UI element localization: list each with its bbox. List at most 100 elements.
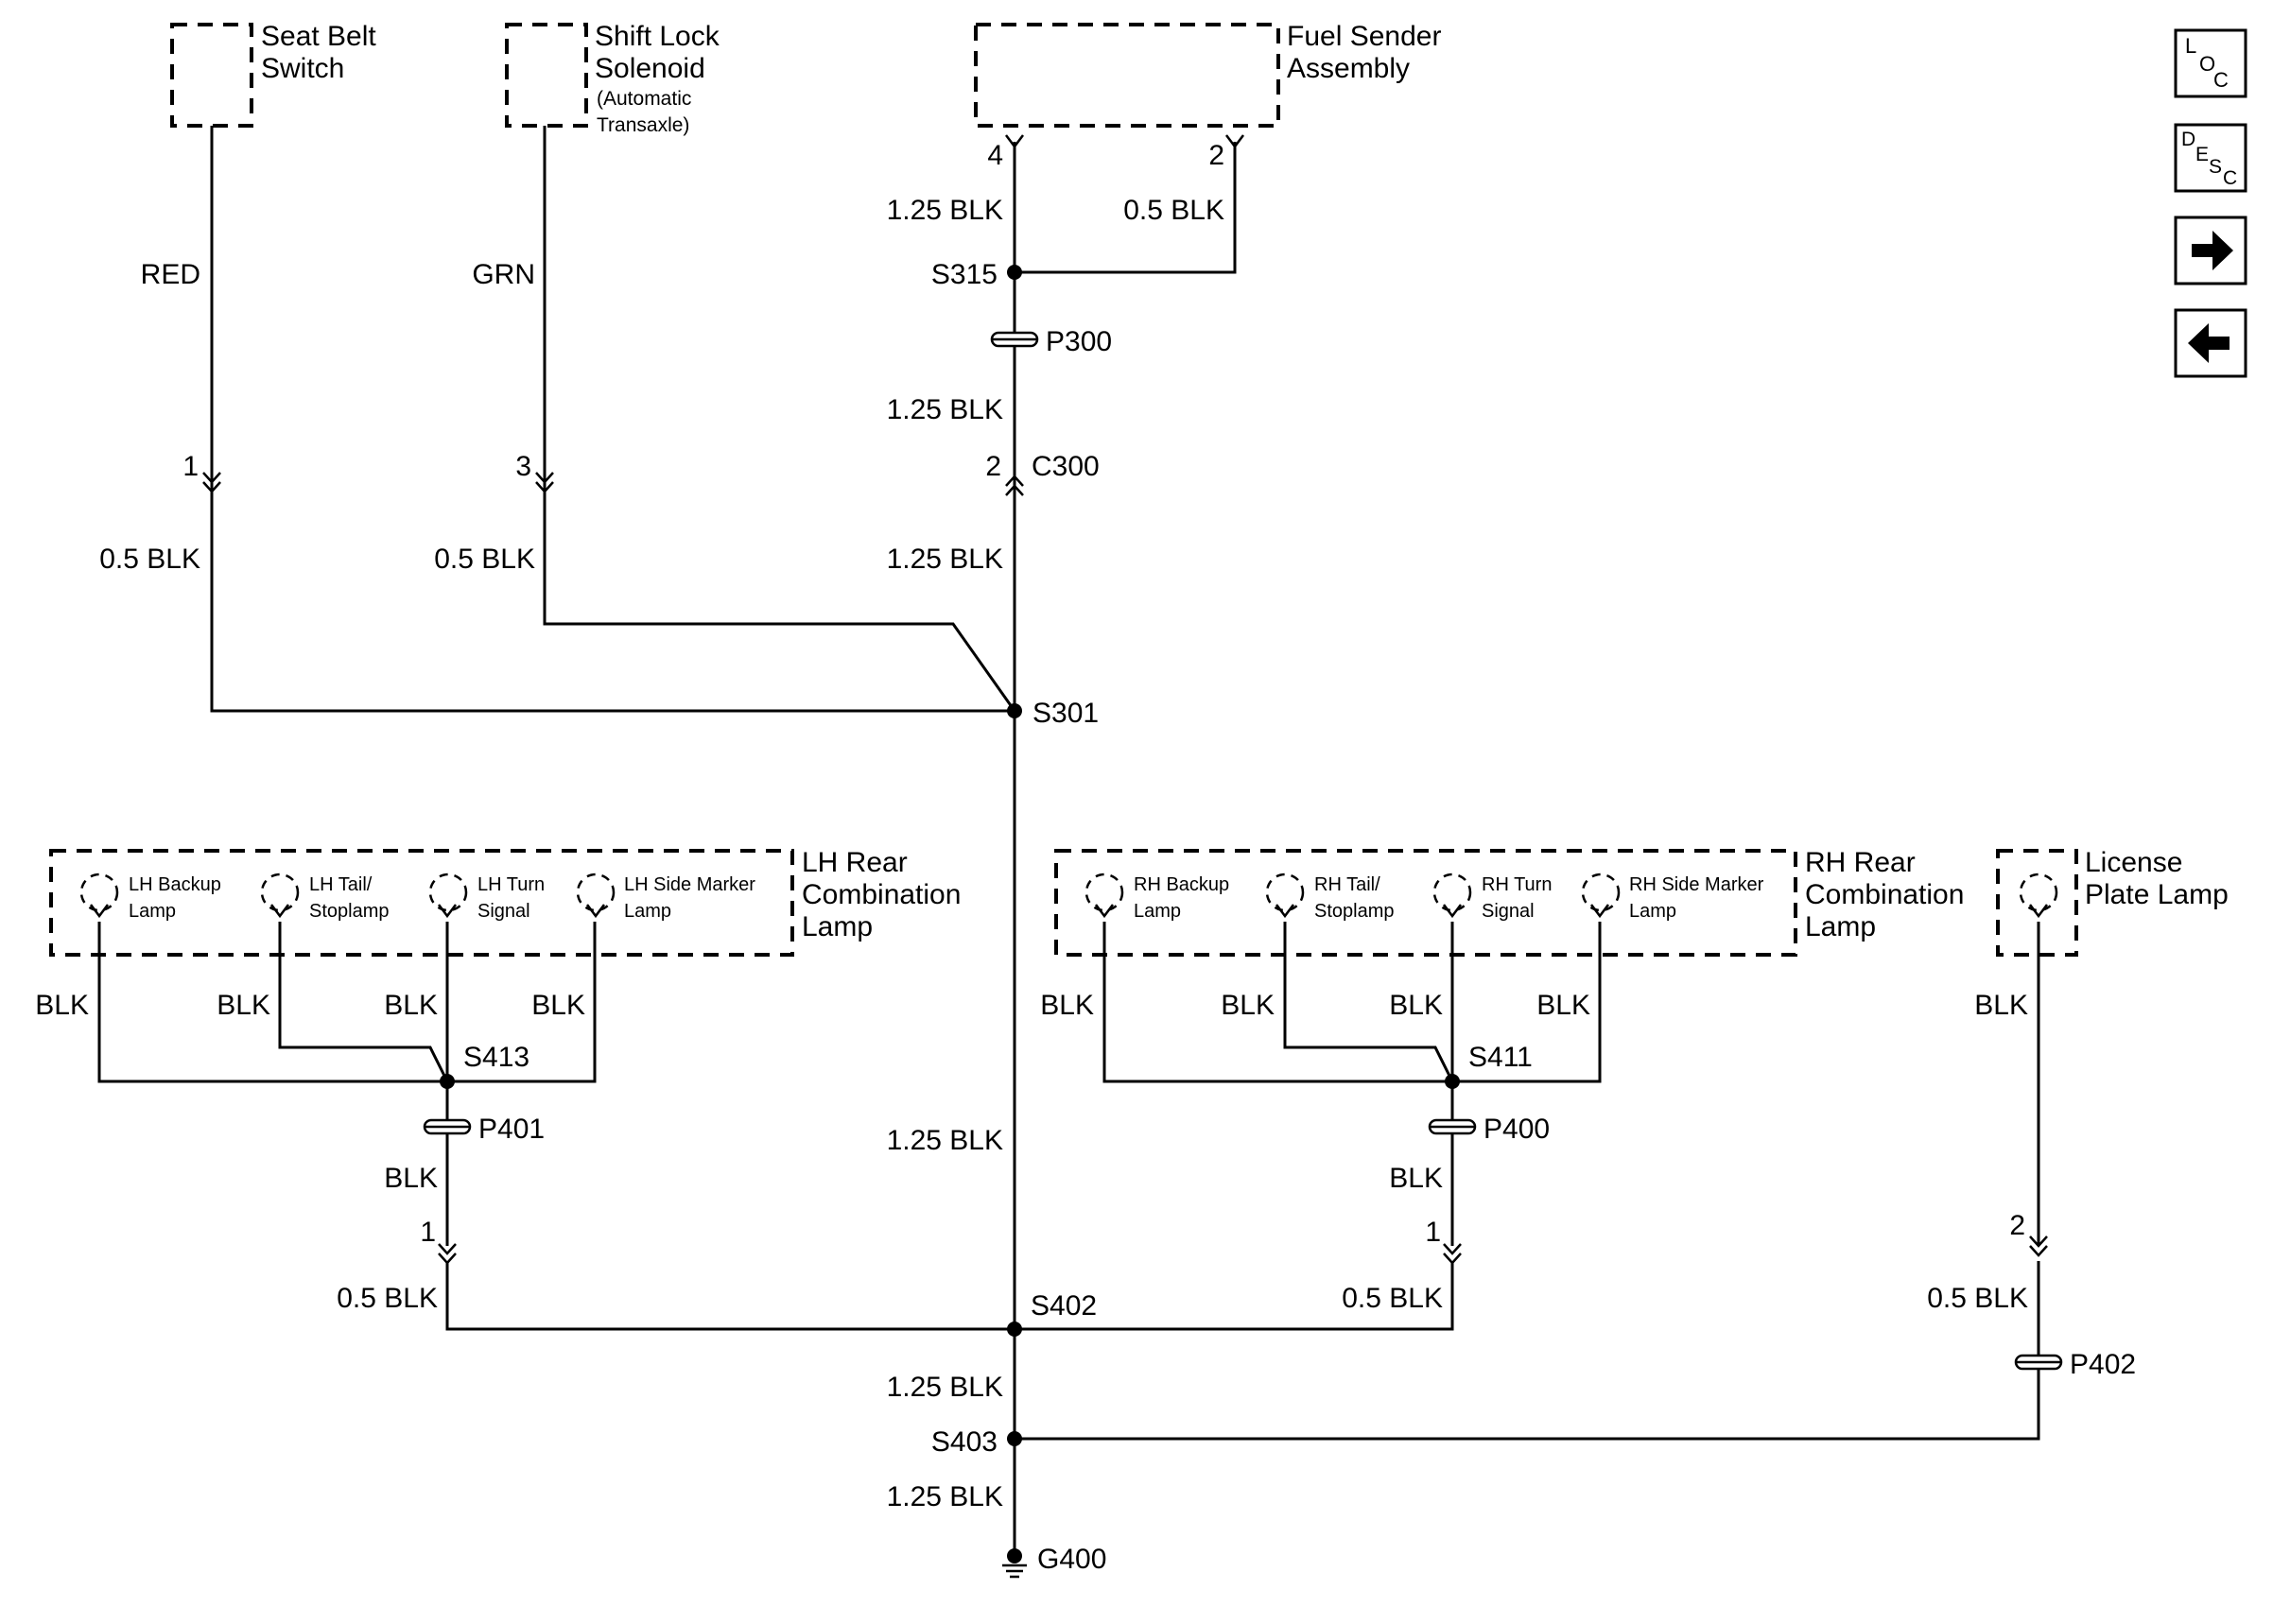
rh-rear-label-2: Combination bbox=[1805, 879, 1964, 910]
splice-labels: S315 S301 S413 S411 S402 S403 P300 C300 … bbox=[463, 259, 2136, 1575]
lh-rear-label-1: LH Rear bbox=[802, 847, 908, 878]
ground-symbol-icon bbox=[1002, 1548, 1027, 1579]
license-box bbox=[1996, 849, 2078, 957]
pin-shift-lock-3: 3 bbox=[515, 451, 531, 482]
p402-icon bbox=[2014, 1354, 2063, 1371]
lh-side-bulb-icon bbox=[576, 872, 616, 912]
loc-letter-c: C bbox=[2213, 68, 2229, 92]
back-button[interactable] bbox=[2174, 308, 2247, 378]
pin-c300-2: 2 bbox=[985, 451, 1001, 482]
splice-s411-dot bbox=[1445, 1074, 1460, 1089]
shift-lock-solenoid-label-2: Solenoid bbox=[595, 53, 705, 84]
lh-backup-label-2: Lamp bbox=[129, 901, 176, 922]
fuel-sender-label-1: Fuel Sender bbox=[1287, 21, 1441, 52]
license-plate-lamp: License Plate Lamp bbox=[1996, 847, 2229, 957]
lh-side-terminal-icon bbox=[586, 904, 605, 919]
wire-label-license-ground: 0.5 BLK bbox=[1927, 1283, 2028, 1314]
pin-seat-belt-1: 1 bbox=[182, 451, 199, 482]
lh-tail-terminal-icon bbox=[270, 904, 289, 919]
p400-icon bbox=[1428, 1118, 1477, 1135]
lh-tail-label-2: Stoplamp bbox=[309, 901, 390, 922]
rh-turn-bulb-icon bbox=[1432, 872, 1472, 912]
shift-lock-note-1: (Automatic bbox=[597, 88, 691, 110]
wire-label-lh-turn: BLK bbox=[384, 990, 438, 1021]
label-s402: S402 bbox=[1031, 1290, 1097, 1322]
left-arrow-icon bbox=[2188, 323, 2230, 363]
splice-s301-dot bbox=[1007, 703, 1022, 718]
wire-label-lh-side: BLK bbox=[531, 990, 585, 1021]
license-label-2: Plate Lamp bbox=[2085, 879, 2229, 910]
label-s403: S403 bbox=[931, 1426, 998, 1458]
wire-label-rh-turn: BLK bbox=[1389, 990, 1443, 1021]
rh-tail-bulb-icon bbox=[1265, 872, 1305, 912]
rh-backup-bulb-icon bbox=[1084, 872, 1124, 912]
wire-seat-belt bbox=[210, 126, 1015, 713]
label-s411: S411 bbox=[1468, 1042, 1533, 1073]
shift-lock-solenoid-box bbox=[505, 23, 588, 128]
lh-turn-bulb-icon bbox=[428, 872, 468, 912]
rh-side-bulb-icon bbox=[1581, 872, 1621, 912]
forward-button[interactable] bbox=[2174, 216, 2247, 285]
loc-button[interactable]: L O C bbox=[2174, 28, 2247, 98]
rh-backup-label-2: Lamp bbox=[1134, 901, 1181, 922]
pin-fuel-4: 4 bbox=[987, 140, 1003, 171]
lh-turn-label-1: LH Turn bbox=[477, 874, 545, 895]
seat-belt-switch-label-1: Seat Belt bbox=[261, 21, 376, 52]
lh-side-label-1: LH Side Marker bbox=[624, 874, 755, 895]
rh-side-label-2: Lamp bbox=[1629, 901, 1676, 922]
fuel-sender-box bbox=[974, 23, 1280, 128]
desc-letter-d: D bbox=[2181, 129, 2195, 150]
pass-through-connectors bbox=[423, 331, 2063, 1371]
lh-tail-label-1: LH Tail/ bbox=[309, 874, 373, 895]
rh-tail-label-2: Stoplamp bbox=[1314, 901, 1395, 922]
wire-label-lh-backup: BLK bbox=[35, 990, 89, 1021]
lh-turn-terminal-icon bbox=[438, 904, 457, 919]
seat-belt-connector-icon bbox=[202, 472, 221, 493]
rh-rear-label-1: RH Rear bbox=[1805, 847, 1916, 878]
shift-lock-solenoid: Shift Lock Solenoid (Automatic Transaxle… bbox=[505, 21, 720, 136]
pin-fuel-2: 2 bbox=[1208, 140, 1224, 171]
pin-lh-1: 1 bbox=[420, 1217, 436, 1248]
loc-letter-l: L bbox=[2185, 34, 2196, 58]
splice-s402-dot bbox=[1007, 1322, 1022, 1337]
pin-license-2: 2 bbox=[2009, 1210, 2025, 1241]
rh-tail-terminal-icon bbox=[1275, 904, 1294, 919]
wire-license bbox=[1015, 922, 2040, 1441]
wire-label-shift-lock-ground: 0.5 BLK bbox=[434, 544, 535, 575]
fuel-sender-assembly: Fuel Sender Assembly bbox=[974, 21, 1441, 128]
wire-label-red: RED bbox=[141, 259, 200, 290]
splice-s315-dot bbox=[1007, 265, 1022, 280]
lh-backup-terminal-icon bbox=[90, 904, 109, 919]
desc-button[interactable]: D E S C bbox=[2174, 123, 2247, 193]
pin-numbers: 4 2 1 3 2 1 1 2 bbox=[182, 140, 2025, 1248]
wire-rh-ground bbox=[1015, 922, 1454, 1331]
desc-letter-c: C bbox=[2223, 167, 2237, 189]
rh-turn-label-1: RH Turn bbox=[1482, 874, 1552, 895]
wire-label-fuel-2: 0.5 BLK bbox=[1123, 195, 1224, 226]
seat-belt-switch-box bbox=[170, 23, 253, 128]
license-label-1: License bbox=[2085, 847, 2182, 878]
rh-backup-label-1: RH Backup bbox=[1134, 874, 1229, 895]
license-inline-connector-icon bbox=[2029, 1235, 2048, 1257]
wire-fuel-sender-pin2 bbox=[1015, 142, 1237, 274]
rh-turn-terminal-icon bbox=[1443, 904, 1462, 919]
p300-icon bbox=[990, 331, 1039, 348]
lh-inline-connector-icon bbox=[438, 1243, 457, 1265]
wire-label-license: BLK bbox=[1974, 990, 2028, 1021]
p401-icon bbox=[423, 1118, 472, 1135]
lh-tail-bulb-icon bbox=[260, 872, 300, 912]
label-p402: P402 bbox=[2070, 1349, 2136, 1380]
rh-rear-combination-lamp: RH Rear Combination Lamp RH Backup Lamp … bbox=[1054, 847, 1964, 957]
right-arrow-icon bbox=[2192, 231, 2233, 270]
pin-rh-1: 1 bbox=[1425, 1217, 1441, 1248]
lh-rear-combination-lamp: LH Rear Combination Lamp LH Backup Lamp … bbox=[49, 847, 961, 957]
wire-rh-tail bbox=[1283, 922, 1454, 1082]
wire-label-c300: 1.25 BLK bbox=[887, 544, 1003, 575]
splice-s413-dot bbox=[440, 1074, 455, 1089]
license-bulb-icon bbox=[2019, 872, 2058, 912]
splice-s403-dot bbox=[1007, 1431, 1022, 1446]
splice-dots bbox=[440, 265, 1460, 1446]
wire-label-trunk: 1.25 BLK bbox=[887, 1125, 1003, 1156]
shift-lock-connector-icon bbox=[535, 472, 554, 493]
